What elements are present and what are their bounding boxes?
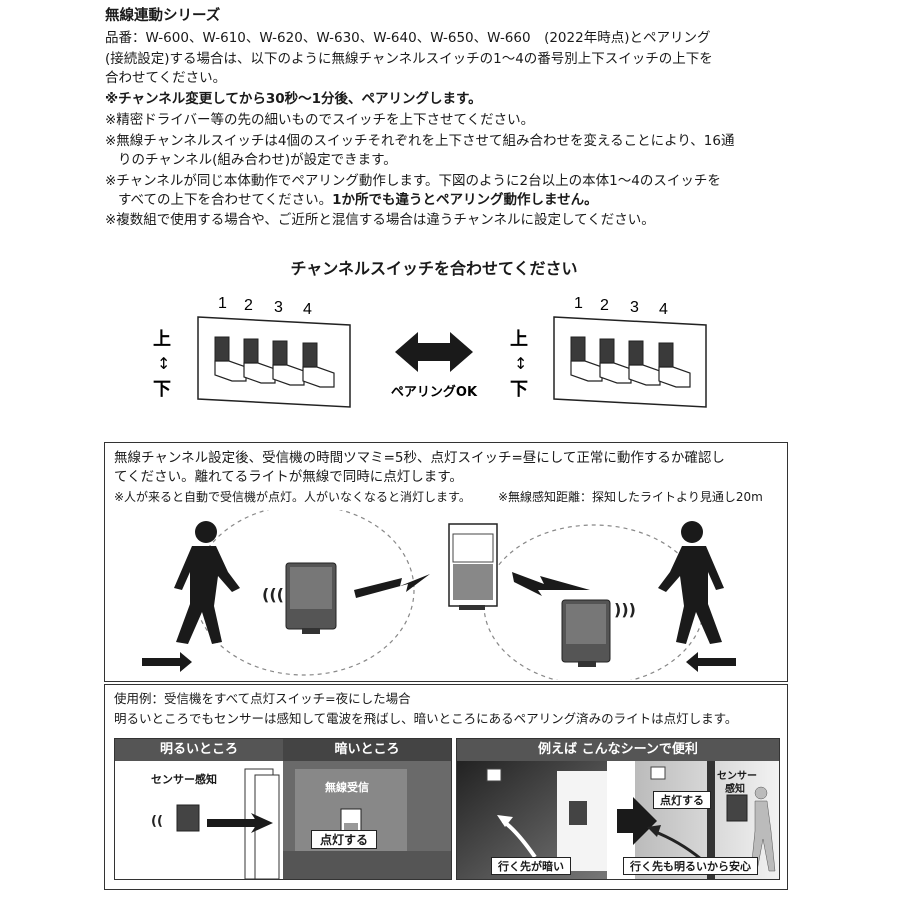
wireless-signal-icon	[354, 574, 430, 598]
bright-dark-scene: ((	[151, 761, 451, 879]
double-arrow-icon	[395, 332, 473, 372]
walking-person-icon	[174, 521, 240, 644]
up-label: 上	[510, 329, 528, 350]
caption-bright: 行く先も明るいから安心	[623, 857, 758, 875]
sensor-wave-icon: (((	[262, 585, 284, 604]
updown-arrow-icon: ↕	[157, 354, 170, 373]
scene-sensor-label-2: 感知	[725, 784, 745, 795]
down-label: 下	[510, 379, 528, 400]
up-label: 上	[153, 329, 171, 350]
wireless-signal-icon	[207, 813, 273, 833]
intro-line-2: (接続設定)する場合は、以下のように無線チャンネルスイッチの1～4の番号別上下ス…	[105, 51, 713, 67]
switch-number: 3	[630, 299, 639, 316]
sensor-label: センサー感知	[151, 773, 217, 786]
usage-example-box	[104, 684, 788, 890]
operation-box	[104, 442, 788, 682]
scene-sensor-label-1: センサー	[717, 771, 757, 782]
note-4b-bold: 1か所でも違うとペアリング動作しません。	[332, 192, 598, 208]
switch-number: 1	[218, 295, 227, 312]
switch-number: 4	[303, 301, 312, 318]
switch-number: 2	[600, 297, 609, 314]
note-4b-normal: すべての上下を合わせてください。	[118, 192, 333, 208]
sensor-wave-icon: ((	[151, 814, 163, 829]
sensor-wave-icon: )))	[614, 600, 636, 619]
box2-line-1: 使用例：受信機をすべて点灯スイッチ=夜にした場合	[114, 691, 411, 706]
intro-line-3: 合わせてください。	[105, 70, 227, 86]
scene-lit-label: 点灯する	[653, 791, 711, 809]
note-4b: すべての上下を合わせてください。1か所でも違うとペアリング動作しません。	[118, 190, 598, 211]
sensor-light-icon	[448, 523, 498, 610]
header-bright: 明るいところ	[115, 739, 283, 761]
note-3a: ※無線チャンネルスイッチは4個のスイッチそれぞれを上下させて組み合わせを変えるこ…	[105, 133, 735, 149]
box1-note-left: ※人が来ると自動で受信機が点灯。人がいなくなると消灯します。	[114, 490, 471, 504]
switch-number: 3	[274, 299, 283, 316]
sensor-light-icon	[561, 599, 611, 667]
header-scene: 例えば こんなシーンで便利	[457, 739, 779, 761]
wireless-illustration: ((( )))	[142, 510, 736, 680]
note-3b: りのチャンネル(組み合わせ)が設定できます。	[118, 152, 397, 168]
channel-switch-left: 1 2 3 4	[197, 295, 351, 408]
switch-diagram: 1 2 3 4 上 ↕ 下 ペアリングOK 1 2 3 4	[153, 295, 707, 408]
panel-bright-dark: 明るいところ 暗いところ (( センサー感知 無線受信 点灯する	[114, 738, 452, 880]
walking-person-icon	[750, 786, 776, 872]
box1-line-1: 無線チャンネル設定後、受信機の時間ツマミ=5秒、点灯スイッチ=昼にして正常に動作…	[114, 450, 725, 466]
note-5: ※複数組で使用する場合や、ご近所と混信する場合は違うチャンネルに設定してください…	[105, 212, 655, 228]
walking-person-icon	[658, 521, 724, 644]
wireless-signal-icon	[512, 572, 590, 596]
note-bold: ※チャンネル変更してから30秒～1分後、ペアリングします。	[105, 91, 482, 107]
switch-number: 4	[659, 301, 668, 318]
caption-dark: 行く先が暗い	[491, 857, 571, 875]
updown-arrow-icon: ↕	[514, 354, 527, 373]
down-label: 下	[153, 379, 171, 400]
note-4a: ※チャンネルが同じ本体動作でペアリング動作します。下図のように2台以上の本体1～…	[105, 173, 721, 189]
switch-heading: チャンネルスイッチを合わせてください	[290, 259, 578, 278]
receive-label: 無線受信	[325, 781, 369, 794]
channel-switch-right: 1 2 3 4	[553, 295, 707, 408]
section-title: 無線連動シリーズ	[105, 8, 221, 24]
sensor-light-icon	[285, 562, 337, 634]
header-dark: 暗いところ	[283, 739, 451, 761]
box1-line-2: てください。離れてるライトが無線で同時に点灯します。	[114, 469, 463, 485]
switch-number: 1	[574, 295, 583, 312]
box2-line-2: 明るいところでもセンサーは感知して電波を飛ばし、暗いところにあるペアリング済みの…	[114, 711, 738, 726]
left-arrow-icon	[686, 652, 736, 672]
box1-note-right: ※無線感知距離：探知したライトより見通し20m	[498, 490, 763, 504]
note-2: ※精密ドライバー等の先の細いものでスイッチを上下させてください。	[105, 112, 535, 128]
intro-line-1: 品番：W-600、W-610、W-620、W-630、W-640、W-650、W…	[105, 30, 711, 46]
panel-scene-example: 例えば こんなシーンで便利 点灯する センサー 感知 行く先が暗い 行く先も明	[456, 738, 780, 880]
pairing-ok-label: ペアリングOK	[391, 384, 478, 400]
lit-label: 点灯する	[311, 830, 378, 849]
right-arrow-icon	[142, 652, 192, 672]
switch-number: 2	[244, 297, 253, 314]
right-arrow-icon	[617, 797, 657, 845]
